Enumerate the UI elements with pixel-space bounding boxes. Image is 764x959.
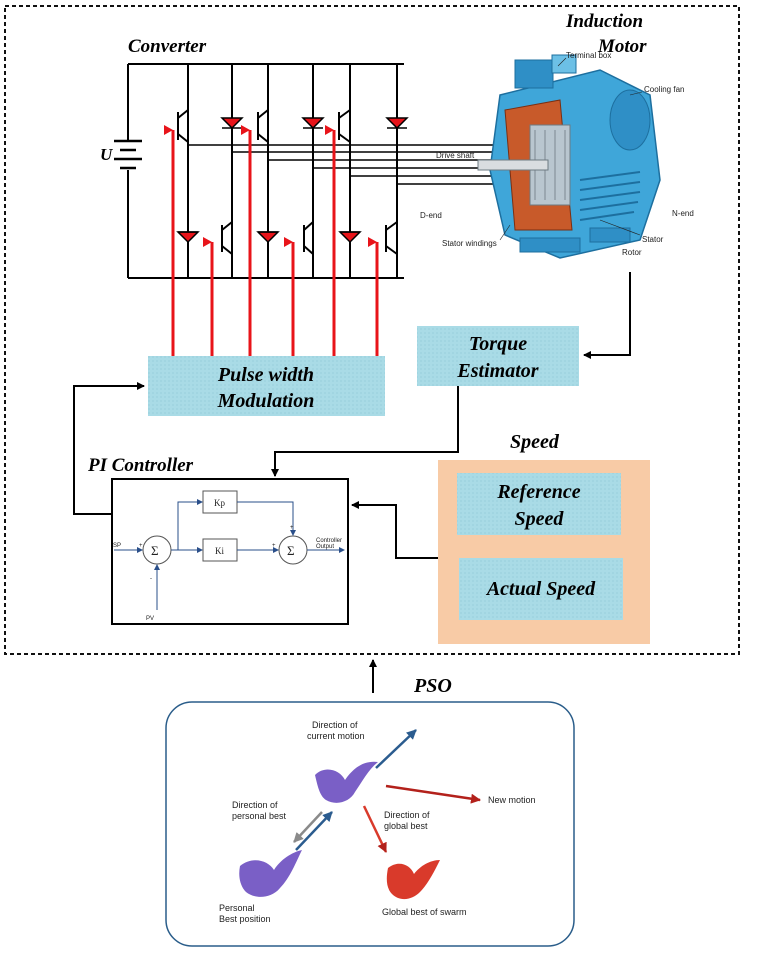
pi-plus2: + [272,543,276,549]
pwm-label-line2: Modulation [217,390,315,412]
pso-global-dir-line2: global best [384,821,428,831]
pi-internal-diagram [114,490,345,610]
bird-current-icon [315,761,378,803]
pi-plus3: + [290,525,294,531]
pso-global-dir-line1: Direction of [384,810,430,820]
global-best-direction-arrow [362,805,388,853]
system-frame [4,5,740,655]
speed-to-pi-arrow [351,501,438,559]
torque-to-pi-arrow [271,386,459,477]
speed-title: Speed [510,431,560,453]
pi-kp: Kp [214,498,225,508]
motor-title-line1: Induction [565,11,643,32]
pi-ki: Ki [215,546,224,556]
pso-new-motion: New motion [488,795,536,805]
pi-pv: PV [146,616,154,622]
converter-title: Converter [128,36,207,57]
reference-speed-line2: Speed [515,508,565,530]
pi-plus1: + [139,543,143,549]
converter-diodes [176,117,409,244]
bird-global-best-icon [386,860,440,900]
motor-to-torque-arrow [583,272,631,359]
torque-label-line1: Torque [469,333,527,355]
label-drive-shaft: Drive shaft [436,151,475,160]
label-terminal-box: Terminal box [566,51,611,60]
pwm-block [148,356,385,416]
label-cooling-fan: Cooling fan [644,85,684,94]
pso-personal-dir-line2: personal best [232,811,287,821]
induction-motor-illustration [477,54,661,259]
pi-minus: - [150,576,152,582]
label-d-end: D-end [420,211,442,220]
gate-signal-arrows [164,125,379,356]
label-rotor: Rotor [622,248,642,257]
pso-current-motion-line1: Direction of [312,720,358,730]
reference-speed-line1: Reference [496,481,580,503]
reference-speed-block [457,473,621,535]
pi-to-pwm-arrow [73,382,145,515]
new-motion-arrow [385,784,481,804]
pso-personal-pos-line2: Best position [219,914,271,924]
pwm-label-line1: Pulse width [217,364,314,386]
current-motion-arrow [375,729,417,769]
pso-title: PSO [413,675,452,697]
pi-sum1: Σ [151,543,159,558]
pso-personal-dir-line1: Direction of [232,800,278,810]
pi-output-line1: Controller [316,538,342,544]
actual-speed-label: Actual Speed [485,578,596,600]
pso-current-motion-line2: current motion [307,731,365,741]
actual-speed-block [459,558,623,620]
motor-part-labels: Terminal box Cooling fan Drive shaft D-e… [420,51,694,257]
personal-to-current-arrow [295,811,333,851]
label-stator: Stator [642,235,664,244]
personal-best-direction-arrow [293,811,323,843]
torque-estimator-block [417,326,579,386]
pi-controller-title: PI Controller [87,455,194,476]
dc-source-label: U [100,145,113,164]
pso-personal-pos-line1: Personal [219,903,255,913]
pi-sp: SP [113,543,121,549]
pi-controller-block [111,478,349,625]
pi-sum2: Σ [287,543,295,558]
pso-global-swarm: Global best of swarm [382,907,467,917]
torque-label-line2: Estimator [456,360,538,382]
bird-personal-best-icon [239,850,302,897]
label-n-end: N-end [672,209,694,218]
label-stator-windings: Stator windings [442,239,497,248]
motor-title-line2: Motor [597,36,647,57]
pi-output-line2: Output [316,544,334,550]
